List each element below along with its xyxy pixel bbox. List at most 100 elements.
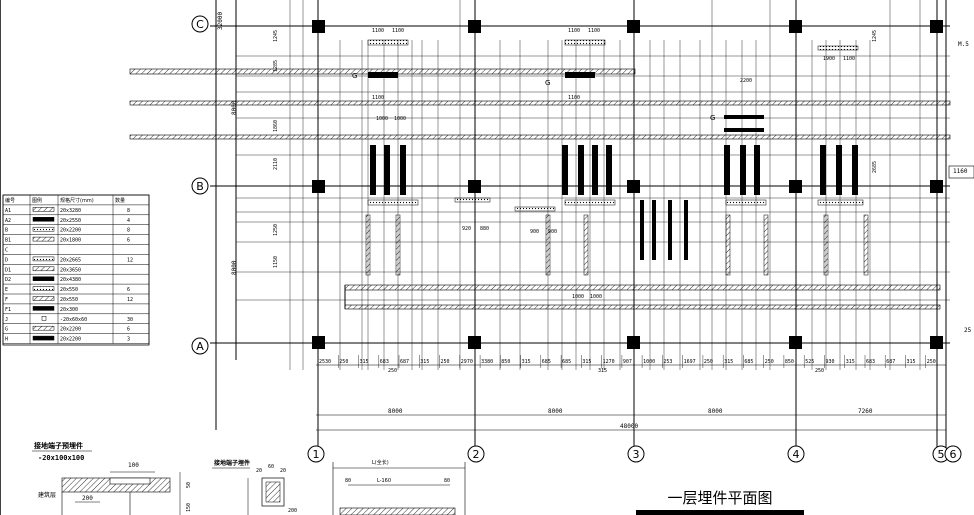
dim-chain-value: 685 (562, 359, 571, 365)
dim-chain-value: 315 (907, 359, 916, 365)
legend-swatch (32, 276, 55, 281)
dim-chain-value: 850 (785, 359, 794, 365)
top-block-dims: 1100 1100 1100 1100 1900 1100 2200 1100 … (372, 28, 855, 122)
dim-chain-value: 687 (400, 359, 409, 365)
dim-chain-value: 315 (582, 359, 591, 365)
sub-dims: 250 315 250 (388, 368, 824, 374)
table-cell-id: B1 (5, 238, 11, 244)
mid-block-dims: 920 880 900 900 1000 1000 (462, 226, 602, 300)
svg-text:2685: 2685 (872, 161, 878, 173)
dim-chain-value: 250 (441, 359, 450, 365)
table-cell-id: D2 (5, 277, 11, 283)
detail-1: 接地端子预埋件 -20x100x100 100 建筑层 200 150 50 (32, 441, 192, 515)
legend-swatch (32, 207, 55, 212)
svg-text:20: 20 (280, 468, 286, 474)
legend-swatch (32, 226, 55, 232)
dim-chain-value: 315 (522, 359, 531, 365)
svg-text:920: 920 (462, 226, 471, 232)
svg-text:1100: 1100 (588, 28, 600, 34)
axis-c-bubble: C (191, 15, 209, 33)
svg-text:1000: 1000 (376, 116, 388, 122)
dim-chain-value: 1270 (603, 359, 615, 365)
table-cell-qty: 8 (127, 228, 130, 234)
dim-chain-value: 250 (927, 359, 936, 365)
legend-swatch (32, 306, 55, 311)
svg-text:900: 900 (548, 229, 557, 235)
svg-text:60: 60 (268, 464, 274, 470)
right-total: 25 (964, 327, 972, 334)
svg-text:880: 880 (480, 226, 489, 232)
svg-text:100: 100 (128, 462, 139, 469)
right-dim: 1160 (953, 168, 968, 175)
table-cell-id: D (5, 257, 8, 263)
dim-chain-value: 315 (846, 359, 855, 365)
table-cell-qty: 6 (127, 287, 130, 293)
svg-text:1245: 1245 (872, 30, 878, 42)
legend-swatch (41, 316, 47, 321)
svg-text:2110: 2110 (273, 158, 279, 170)
svg-text:50: 50 (186, 482, 192, 488)
dim-chain-value: 1000 (643, 359, 655, 365)
beams (129, 68, 951, 310)
dim-bay-1: 8000 (388, 408, 403, 415)
svg-text:1100: 1100 (372, 28, 384, 34)
table-cell-id: H (5, 337, 8, 343)
dim-chain-value: 685 (744, 359, 753, 365)
svg-text:80: 80 (345, 478, 351, 484)
table-cell-id: B (5, 228, 8, 234)
table-cell-size: 20x1800 (60, 238, 81, 244)
dim-chain-value: 250 (765, 359, 774, 365)
dim-vert-8000-a: 8000 (231, 100, 238, 115)
svg-text:150: 150 (186, 503, 192, 512)
legend-swatch (32, 325, 55, 331)
svg-text:315: 315 (598, 368, 607, 374)
axis-2-bubble: 2 (467, 445, 485, 463)
dim-chain-value: 315 (360, 359, 369, 365)
svg-text:1000: 1000 (590, 294, 602, 300)
axis-a-label: A (196, 340, 204, 353)
table-cell-size: 20x3280 (60, 208, 81, 214)
axis-1-bubble: 1 (307, 445, 325, 463)
detail1-label: 建筑层 (38, 491, 56, 499)
table-cell-size: 20x4380 (60, 277, 81, 283)
svg-text:1285: 1285 (273, 60, 279, 72)
embedded-plates (368, 72, 858, 260)
table-cell-qty: 30 (127, 317, 133, 323)
svg-text:2200: 2200 (740, 78, 752, 84)
table-cell-qty: 4 (127, 218, 130, 224)
axis-c-label: C (196, 18, 204, 31)
table-cell-id: F1 (5, 307, 11, 313)
svg-text:L(全长): L(全长) (372, 459, 389, 466)
table-header: 数量 (115, 197, 125, 204)
dim-chain-value: 525 (805, 359, 814, 365)
dim-chain-value: 685 (542, 359, 551, 365)
svg-text:20: 20 (256, 468, 262, 474)
table-cell-id: A1 (5, 208, 11, 214)
table-cell-id: D1 (5, 267, 11, 273)
axis-1-label: 1 (313, 448, 320, 461)
dim-bay-4: 7260 (858, 408, 873, 415)
m-label: M.5 (958, 41, 969, 48)
bay-dims: 8000 8000 8000 7260 48000 (388, 408, 873, 430)
axis-6-bubble: 6 (944, 445, 962, 463)
svg-text:1100: 1100 (568, 28, 580, 34)
svg-text:1245: 1245 (273, 30, 279, 42)
axis-4-bubble: 4 (787, 445, 805, 463)
table-cell-qty: 6 (127, 238, 130, 244)
svg-text:1000: 1000 (394, 116, 406, 122)
dim-bay-3: 8000 (708, 408, 723, 415)
svg-text:1860: 1860 (273, 120, 279, 132)
table-cell-qty: 12 (127, 257, 133, 263)
dim-chain-value: 683 (866, 359, 875, 365)
axis-3-label: 3 (633, 448, 640, 461)
legend-swatch (32, 286, 55, 291)
dim-vert-8000-b: 8000 (231, 260, 238, 275)
svg-text:G: G (545, 79, 550, 87)
legend-swatch (32, 217, 55, 222)
table-header: 编号 (5, 197, 15, 204)
axis-6-label: 6 (950, 448, 957, 461)
dim-chain-value: 850 (501, 359, 510, 365)
detail-3: L(全长) L-160 80 80 (332, 459, 466, 515)
